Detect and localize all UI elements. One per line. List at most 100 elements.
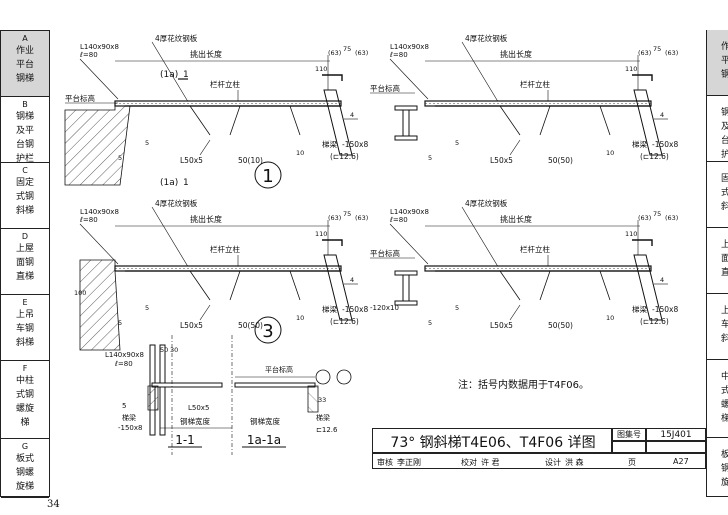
sidebar-item-letter: E [22,298,28,307]
leader-line [509,304,521,321]
leader-line [79,58,119,100]
strip-item-label: 作 平 钢 [721,40,728,82]
brace-member [539,105,551,136]
stringer-size: -150x8 [342,140,368,149]
steel-web [402,109,410,137]
plate-label: 4厚花纹钢板 [465,198,508,208]
drawing-title: 73° 钢斜梯T4E06、T4F06 详图 [390,435,596,451]
strip-item: 中 式 螺 梯 [707,360,728,438]
steel-flange [394,270,418,276]
sidebar-item-e[interactable]: E 上吊 车钢 斜梯 [1,295,49,361]
dim-63b: (63) [665,49,678,57]
dim-63b: (63) [355,49,368,57]
l50-label: L50x5 [180,156,203,165]
strip-item: 板 钢 旋 [707,438,728,497]
section-channel [307,385,319,413]
section-1-tag: 1 [183,70,189,80]
weld-5: 5 [428,319,432,327]
post-label: 栏杆立柱 [520,79,550,89]
handrail-channel [322,74,343,81]
atlas-label-cell: 图集号 [612,428,646,441]
stringer-label: 梯梁 [322,139,337,149]
brace-member [499,105,521,136]
dim-63: (63) [638,214,651,222]
dim-110: 110 [315,230,327,238]
strip-item: 作 平 钢 [707,30,728,96]
sidebar-item-label: 固定 式钢 斜梯 [15,178,34,216]
sidebar-item-label: 中柱 式钢 螺旋 梯 [15,376,34,428]
length-label: ℓ=80 [79,216,98,224]
stringer-label: 梯梁 [632,304,647,314]
cantilever-length-label: 挑出长度 [190,214,222,224]
detail-4: 挑出长度4厚花纹钢板L140x90x8ℓ=80栏杆立柱(63)75(63)110… [370,198,678,330]
brace-member [289,270,301,301]
tag-circle [336,369,352,385]
blank-cell [646,441,706,453]
dim-10: 10 [296,149,304,157]
l50-label: L50x5 [180,321,203,330]
handrail-channel [632,74,653,81]
sidebar-item-label: 作业 平台 钢梯 [15,46,34,84]
sidebar-item-label: 上吊 车钢 斜梯 [15,310,34,348]
weld-5: 5 [428,154,432,162]
dim-63b: (63) [355,214,368,222]
dim-100: 100 [74,289,86,297]
section-width-label-right: 钢梯宽度 [250,416,280,426]
leader-line [461,206,501,271]
dim-63: (63) [328,214,341,222]
handrail-channel [632,239,653,246]
stringer-size: -150x8 [342,305,368,314]
sidebar-item-letter: F [22,364,28,373]
channel-label: (⊏12.6) [330,152,359,161]
brace-member [599,270,611,301]
dim-33: 33 [318,396,326,404]
dim-50: 50(10) [238,156,263,165]
platform-level-label: 平台标高 [370,248,400,258]
detail-number: 1 [262,166,273,187]
platform-level-label: 平台标高 [65,93,95,103]
tag-circle [315,369,331,385]
section-width-label: 钢梯宽度 [180,416,210,426]
weld-4: 4 [350,276,354,284]
dim-10: 10 [606,149,614,157]
atlas-label: 图集号 [617,430,641,439]
section-stringer-size: -150x8 [118,424,142,432]
detail-3: 挑出长度4厚花纹钢板L140x90x8ℓ=80栏杆立柱(63)75(63)110… [74,198,368,351]
sidebar-item-label: 钢梯 及平 台钢 护栏 [15,112,34,164]
brace-member [189,270,211,301]
atlas-number-cell: 15J401 [646,428,706,441]
detail-number-circle [254,161,282,189]
detail-2: 挑出长度4厚花纹钢板L140x90x8ℓ=80栏杆立柱(63)75(63)110… [370,33,678,165]
leader-line [389,223,429,265]
leader-line [199,139,211,156]
strip-item-label: 钢 及 台 护 [721,106,728,162]
post-label: 栏杆立柱 [210,244,240,254]
checker-name: 许 君 [481,458,500,467]
angle-label: L140x90x8 [390,43,429,51]
stringer-label: 梯梁 [632,139,647,149]
dim-63: (63) [328,49,341,57]
plate-label: 4厚花纹钢板 [155,198,198,208]
dim-63: (63) [638,49,651,57]
stair-stringer [323,254,353,321]
weld-4: 4 [350,111,354,119]
dim-75: 75 [343,45,351,53]
dim-75: 75 [653,210,661,218]
dim-75: 75 [343,210,351,218]
brace-member [189,105,211,136]
sidebar-item-f[interactable]: F 中柱 式钢 螺旋 梯 [1,361,49,439]
dim-10: 10 [296,314,304,322]
concrete-support [64,105,131,186]
check-label: 校对 [461,458,477,467]
dim-120: -120x10 [370,304,399,312]
section-l50-label: L50x5 [188,404,209,412]
dim-50: 50(50) [548,156,573,165]
title-cell: 73° 钢斜梯T4E06、T4F06 详图 [372,428,612,453]
weld-5b: 5 [455,139,459,147]
